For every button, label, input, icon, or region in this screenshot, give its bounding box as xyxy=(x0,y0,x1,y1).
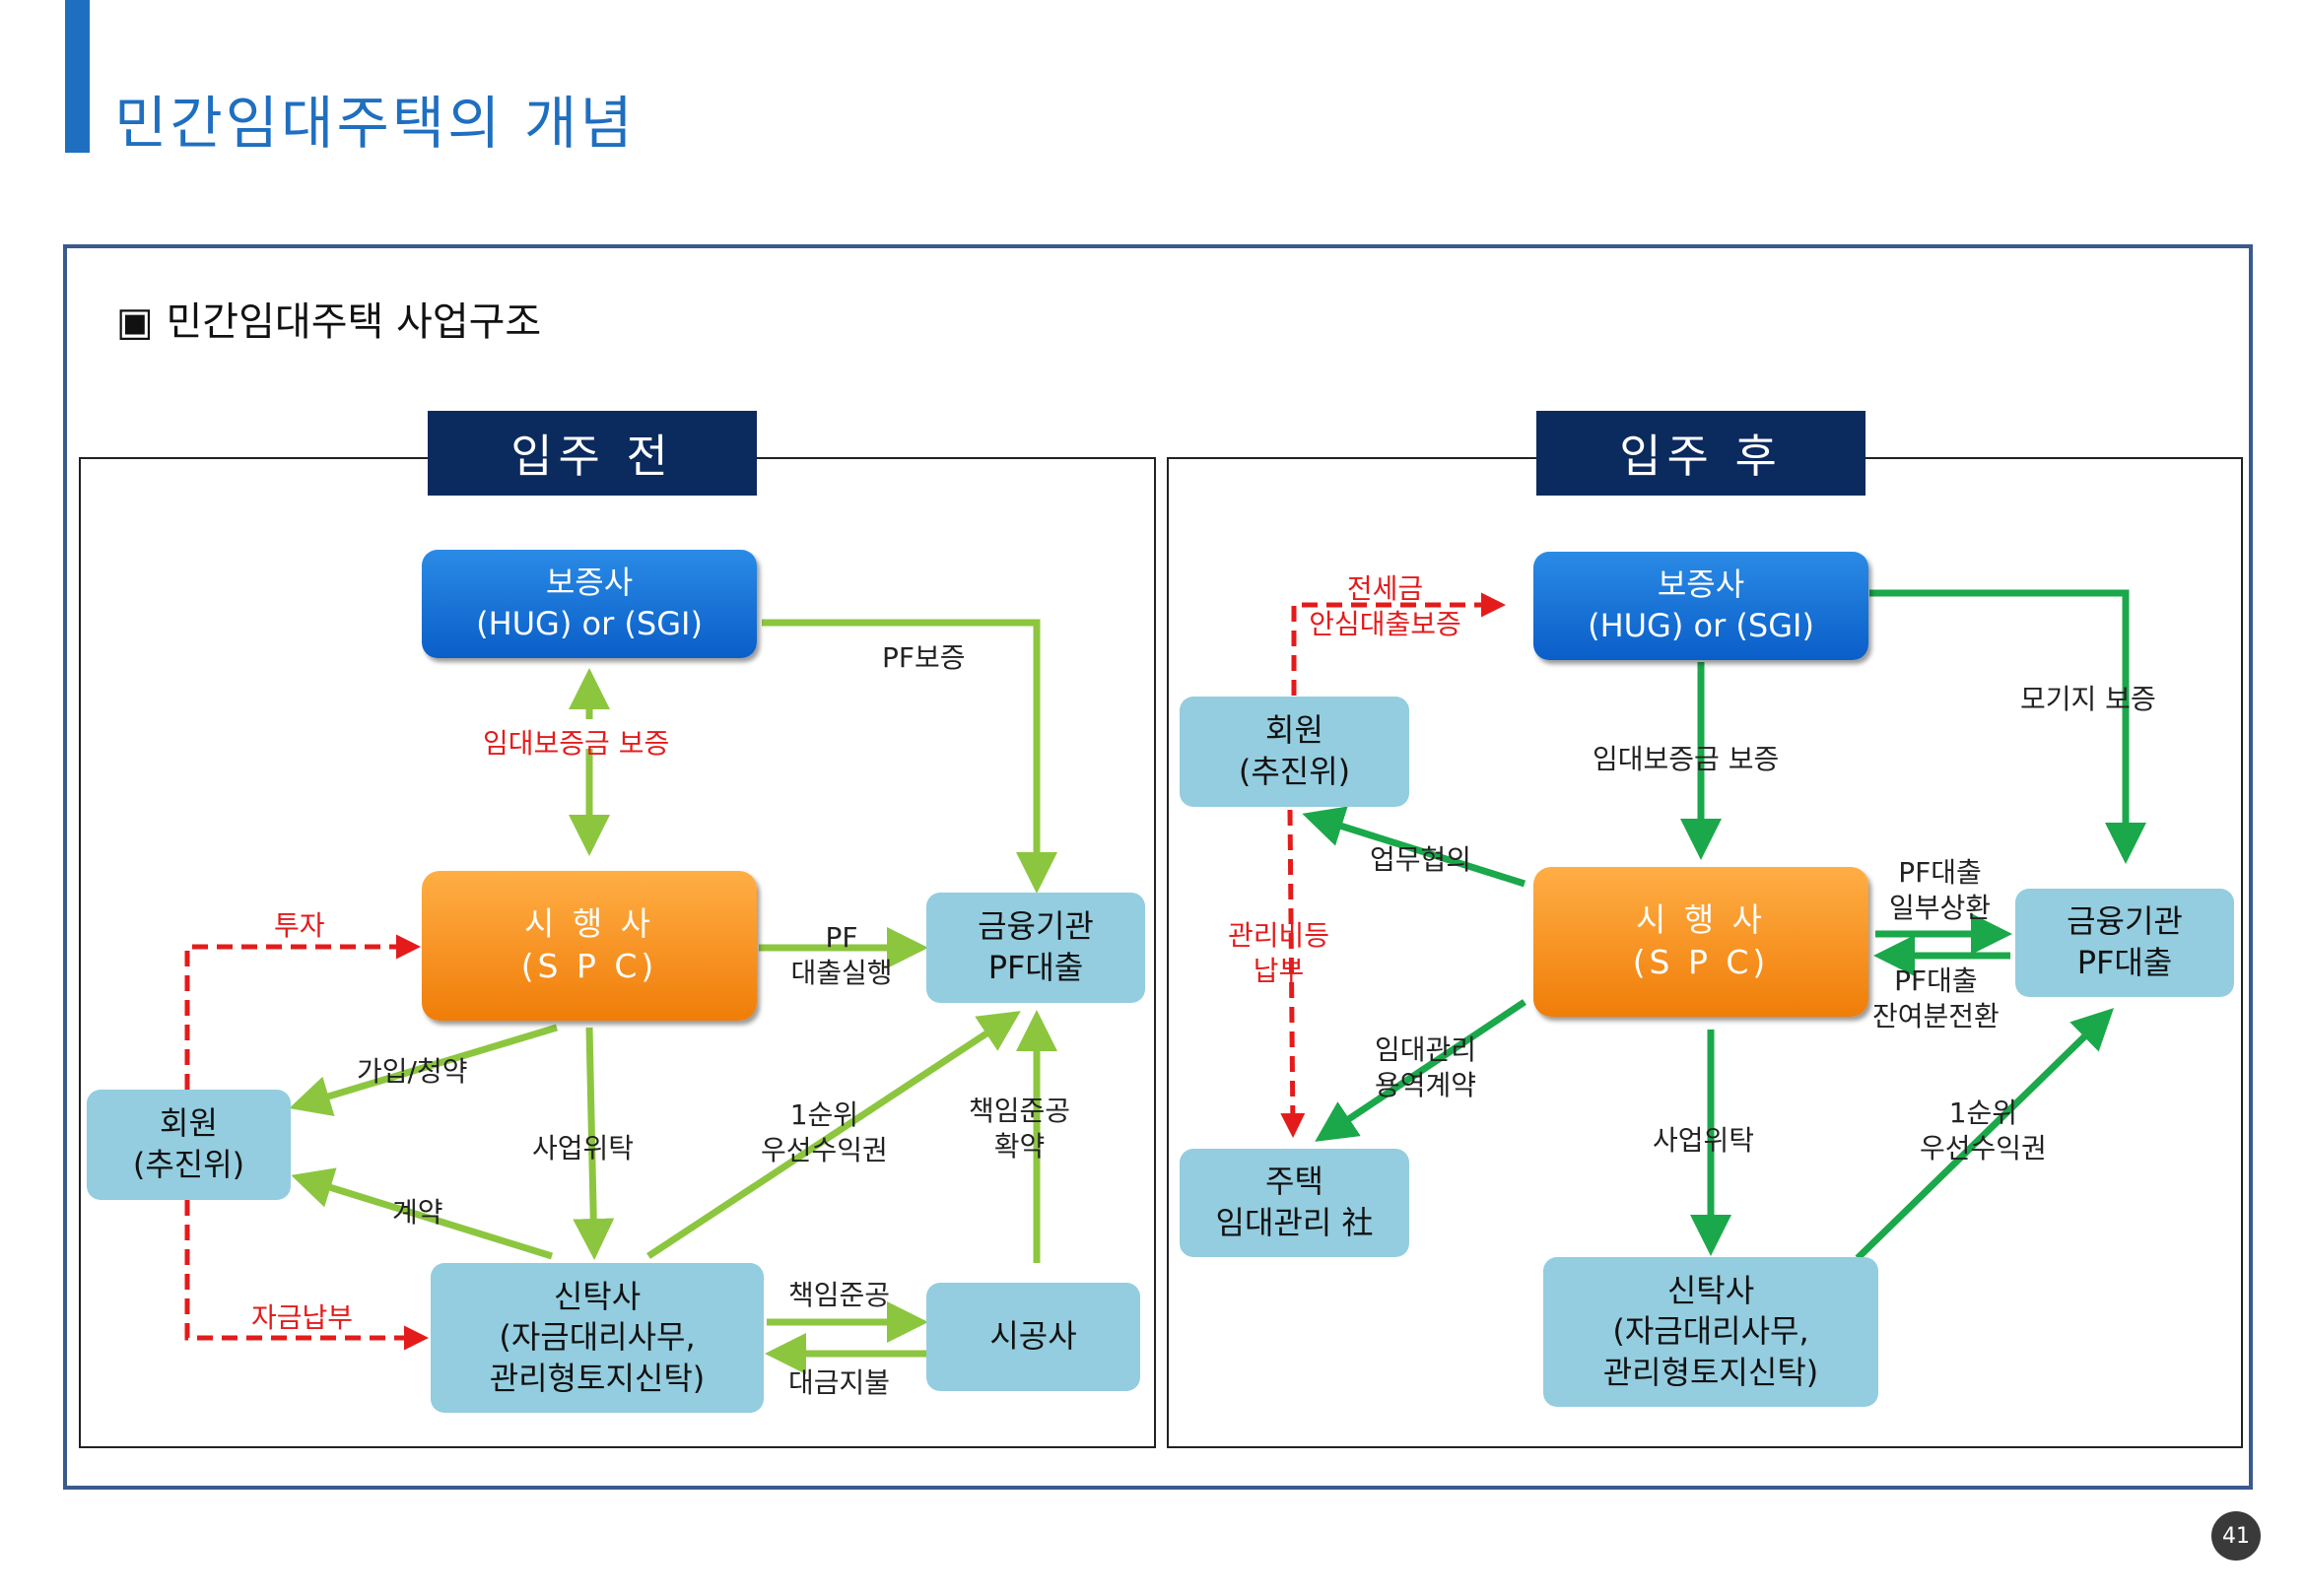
tab-before-move-in: 입주 전 xyxy=(428,411,757,496)
page-title: 민간임대주택의 개념 xyxy=(114,90,636,157)
label-business-trust: 사업위탁 xyxy=(532,1132,635,1164)
label-investment: 투자 xyxy=(274,909,325,942)
after-member-node: 회원 (추진위) xyxy=(1180,697,1409,807)
before-guarantor-node: 보증사 (HUG) or (SGI) xyxy=(422,550,757,658)
after-housing-mgmt-node: 주택 임대관리 社 xyxy=(1180,1149,1409,1257)
page-number: 41 xyxy=(2211,1511,2261,1561)
arrow-first-priority-after xyxy=(1855,1008,2115,1261)
label-responsible-completion: 책임준공 xyxy=(788,1279,891,1311)
tab-after-move-in: 입주 후 xyxy=(1536,411,1865,496)
label-rental-mgmt: 임대관리 용역계약 xyxy=(1375,1033,1477,1102)
after-trust-node: 신탁사 (자금대리사무, 관리형토지신탁) xyxy=(1543,1257,1878,1407)
label-fund-payment: 자금납부 xyxy=(251,1301,354,1334)
label-pf-repay: PF대출 일부상환 xyxy=(1889,856,1992,925)
arrow-business-trust xyxy=(573,1027,615,1260)
after-developer-node: 시 행 사 (S P C) xyxy=(1533,867,1868,1017)
arrow-jeonse-guarantee xyxy=(1291,592,1506,696)
label-mgmt-fee: 관리비등 납부 xyxy=(1228,919,1330,988)
label-pf-guarantee: PF보증 xyxy=(882,641,966,674)
arrow-join xyxy=(289,1024,559,1116)
label-business-consult: 업무협의 xyxy=(1370,843,1472,876)
before-member-node: 회원 (추진위) xyxy=(87,1090,291,1200)
label-payment: 대금지불 xyxy=(788,1366,891,1399)
content-frame xyxy=(63,244,2253,1490)
arrow-fund-payment xyxy=(184,1200,429,1351)
after-lender-node: 금융기관 PF대출 xyxy=(2015,889,2234,997)
label-jeonse-guarantee: 전세금 안심대출보증 xyxy=(1309,572,1461,641)
before-constructor-node: 시공사 xyxy=(926,1283,1140,1391)
label-rent-deposit-guarantee-after: 임대보증금 보증 xyxy=(1593,743,1780,775)
label-rent-deposit-guarantee: 임대보증금 보증 xyxy=(483,727,670,760)
after-guarantor-node: 보증사 (HUG) or (SGI) xyxy=(1533,552,1868,660)
arrow-contract xyxy=(291,1167,554,1260)
label-business-trust-after: 사업위탁 xyxy=(1653,1124,1755,1157)
label-first-priority: 1순위 우선수익권 xyxy=(761,1098,888,1167)
section-heading: ▣ 민간임대주택 사업구조 xyxy=(116,299,542,345)
before-trust-node: 신탁사 (자금대리사무, 관리형토지신탁) xyxy=(431,1263,764,1413)
label-completion-commitment: 책임준공 확약 xyxy=(969,1095,1071,1164)
label-pf-convert: PF대출 잔여분전환 xyxy=(1872,964,2000,1033)
arrow-first-priority xyxy=(646,1011,1021,1259)
arrow-rental-mgmt xyxy=(1315,999,1526,1142)
arrow-mgmt-fee xyxy=(1280,809,1306,1138)
arrow-business-consult xyxy=(1302,806,1526,888)
label-join: 가입/청약 xyxy=(357,1055,468,1088)
label-first-priority-after: 1순위 우선수익권 xyxy=(1920,1097,2047,1165)
label-mortgage-guarantee: 모기지 보증 xyxy=(2020,683,2156,715)
label-pf-loan: PF 대출실행 xyxy=(790,921,893,990)
arrow-pf-guarantee xyxy=(762,619,1057,894)
arrow-mortgage-guarantee xyxy=(1869,589,2146,864)
before-developer-node: 시 행 사 (S P C) xyxy=(422,871,757,1021)
before-lender-node: 금융기관 PF대출 xyxy=(926,893,1145,1003)
label-contract: 계약 xyxy=(392,1196,443,1229)
title-accent-bar xyxy=(65,0,90,153)
